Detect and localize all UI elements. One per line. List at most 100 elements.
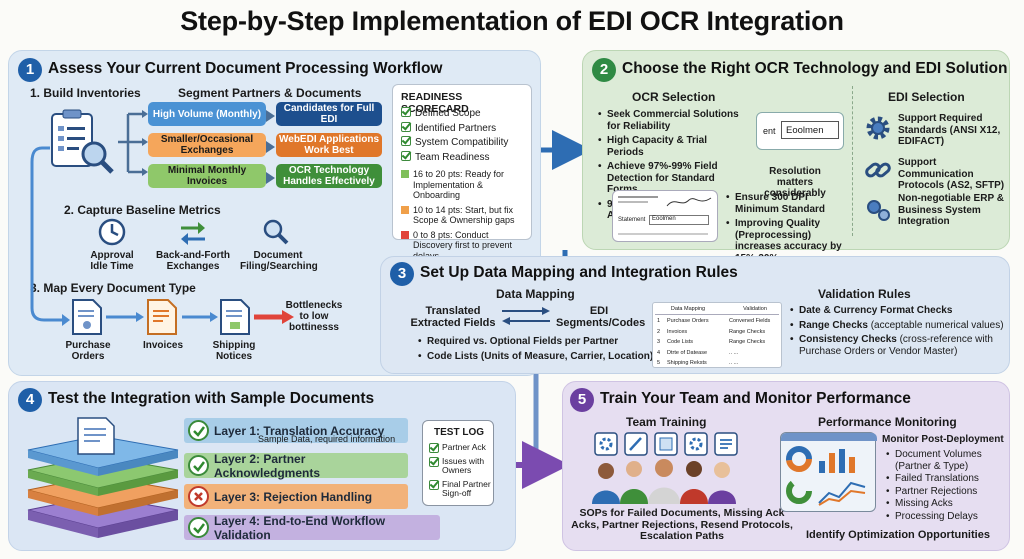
check-circle-icon bbox=[188, 517, 209, 538]
layer-4: Layer 4: End-to-End Workflow Validation bbox=[184, 514, 440, 542]
layer-1-sub: Sample Data, required information bbox=[258, 434, 396, 444]
checkbox-icon bbox=[401, 121, 411, 132]
document-flow-arrows bbox=[106, 310, 294, 324]
orange-swatch-icon bbox=[401, 205, 409, 214]
purchase-order-doc-icon bbox=[72, 299, 102, 335]
step4-number: 4 bbox=[18, 388, 42, 412]
ocr-field-value: Eoolmen bbox=[781, 121, 839, 139]
checkbox-icon bbox=[429, 456, 439, 467]
check-circle-icon bbox=[188, 455, 209, 476]
segment-smaller: Smaller/Occasional Exchanges bbox=[148, 133, 266, 157]
stacked-layers-icon bbox=[27, 417, 179, 538]
test-log: TEST LOG Partner Ack Issues with Owners … bbox=[422, 420, 494, 506]
score-range-high: 16 to 20 pts: Ready for Implementation &… bbox=[401, 169, 529, 201]
dashboard-charts-icon bbox=[786, 446, 866, 506]
page-title: Step-by-Step Implementation of EDI OCR I… bbox=[180, 6, 844, 36]
green-swatch-icon bbox=[401, 170, 409, 178]
training-header: Team Training bbox=[626, 415, 707, 429]
layer-3: Layer 3: Rejection Handling bbox=[184, 484, 408, 509]
gear-icon bbox=[866, 116, 890, 140]
mapping-header: Data Mapping bbox=[496, 287, 575, 301]
mapping-bullets: Required vs. Optional Fields per Partner… bbox=[418, 336, 654, 365]
result-webedi: WebEDI Applications Work Best bbox=[276, 133, 382, 157]
scanned-form-thumbnail: Statement Eoolmen bbox=[612, 190, 718, 242]
check-circle-icon bbox=[188, 420, 209, 441]
checkbox-icon bbox=[429, 443, 439, 453]
step2-title: Choose the Right OCR Technology and EDI … bbox=[622, 60, 1008, 77]
monitor-bullets: Document Volumes (Partner & Type) Failed… bbox=[886, 449, 1006, 523]
loop-arrow bbox=[30, 146, 70, 326]
step1-number: 1 bbox=[18, 58, 42, 82]
training-sops: SOPs for Failed Documents, Missing Ack A… bbox=[571, 507, 793, 542]
scorecard-item: System Compatibility bbox=[401, 136, 508, 151]
readiness-scorecard: READINESS SCORECARD Defined Scope Identi… bbox=[392, 84, 532, 261]
edi-standards: Support Required Standards (ANSI X12, ED… bbox=[898, 113, 1001, 147]
segment-header: Segment Partners & Documents bbox=[178, 86, 362, 100]
step4-title: Test the Integration with Sample Documen… bbox=[48, 390, 375, 407]
result-full-edi: Candidates for Full EDI bbox=[276, 102, 382, 126]
test-log-title: TEST LOG bbox=[434, 427, 484, 438]
bidirectional-arrows bbox=[502, 307, 550, 325]
optimization-footer: Identify Optimization Opportunities bbox=[806, 529, 990, 541]
checkbox-icon bbox=[401, 150, 411, 161]
checkbox-icon bbox=[429, 479, 439, 490]
scorecard-item: Team Readiness bbox=[401, 150, 508, 166]
step3-number: 3 bbox=[390, 262, 414, 286]
step1-title: Assess Your Current Document Processing … bbox=[48, 60, 443, 77]
shipping-notice-doc-icon bbox=[220, 299, 250, 335]
layer-2: Layer 2: Partner Acknowledgments bbox=[184, 452, 408, 480]
segment-minimal: Minimal Monthly Invoices bbox=[148, 164, 266, 188]
result-ocr: OCR Technology Handles Effectively bbox=[276, 164, 382, 188]
branch-arrows bbox=[118, 110, 148, 176]
invoice-doc-icon bbox=[147, 299, 177, 335]
monitor-title: Monitor Post-Deployment bbox=[882, 434, 1004, 445]
test-log-item: Final Partner Sign-off bbox=[429, 479, 493, 499]
training-tool-icons bbox=[594, 432, 738, 456]
metric-approval: Approval Idle Time bbox=[90, 250, 134, 272]
metric-exchanges: Back-and-Forth Exchanges bbox=[156, 250, 230, 272]
team-people-icon bbox=[592, 459, 736, 504]
score-range-low: 0 to 8 pts: Conduct Discovery first to p… bbox=[401, 230, 529, 262]
doc-purchase-orders: Purchase Orders bbox=[65, 340, 111, 362]
layer-1: Layer 1: Translation Accuracy bbox=[184, 418, 408, 443]
step5-title: Train Your Team and Monitor Performance bbox=[600, 390, 911, 407]
ocr-header: OCR Selection bbox=[632, 90, 716, 104]
monitoring-header: Performance Monitoring bbox=[818, 415, 957, 429]
step3-title: Set Up Data Mapping and Integration Rule… bbox=[420, 264, 738, 281]
scorecard-item: Identified Partners bbox=[401, 121, 508, 137]
metric-filing: Document Filing/Searching bbox=[240, 250, 318, 272]
clock-icon bbox=[98, 218, 126, 246]
capture-metrics: 2. Capture Baseline Metrics bbox=[64, 203, 221, 217]
build-inventories: 1. Build Inventories bbox=[30, 86, 141, 100]
validation-bullets: Date & Currency Format Checks Range Chec… bbox=[790, 305, 1006, 360]
edi-protocols: Support Communication Protocols (AS2, SF… bbox=[898, 157, 1005, 191]
chain-link-icon bbox=[865, 162, 891, 178]
segment-high-volume: High Volume (Monthly) bbox=[148, 102, 266, 126]
map-document-types: 3. Map Every Document Type bbox=[30, 281, 196, 295]
ocr-field-preview: ent Eoolmen bbox=[756, 112, 844, 150]
cross-circle-icon bbox=[188, 486, 209, 507]
edi-segments: EDI Segments/Codes bbox=[556, 305, 646, 329]
step2-number: 2 bbox=[592, 58, 616, 82]
signature-icon bbox=[666, 197, 712, 207]
edi-erp: Non-negotiable ERP & Business System Int… bbox=[898, 193, 1004, 227]
settings-gears-icon bbox=[867, 200, 890, 221]
red-swatch-icon bbox=[401, 230, 409, 239]
checkbox-icon bbox=[401, 107, 411, 117]
divider bbox=[852, 86, 853, 236]
clipboard-magnifier-icon bbox=[51, 109, 114, 174]
segment-arrows bbox=[266, 110, 275, 184]
checkbox-icon bbox=[401, 136, 411, 146]
score-range-mid: 10 to 14 pts: Start, but fix Scope & Own… bbox=[401, 205, 529, 226]
scorecard-item: Defined Scope bbox=[401, 107, 508, 122]
doc-invoices: Invoices bbox=[142, 340, 184, 351]
search-icon bbox=[263, 219, 289, 245]
translated-fields: Translated Extracted Fields bbox=[410, 305, 496, 329]
step5-number: 5 bbox=[570, 388, 594, 412]
scorecard-title: READINESS SCORECARD bbox=[401, 91, 469, 115]
edi-header: EDI Selection bbox=[888, 90, 965, 104]
exchange-arrows-icon bbox=[181, 222, 205, 245]
test-log-item: Issues with Owners bbox=[429, 456, 493, 476]
